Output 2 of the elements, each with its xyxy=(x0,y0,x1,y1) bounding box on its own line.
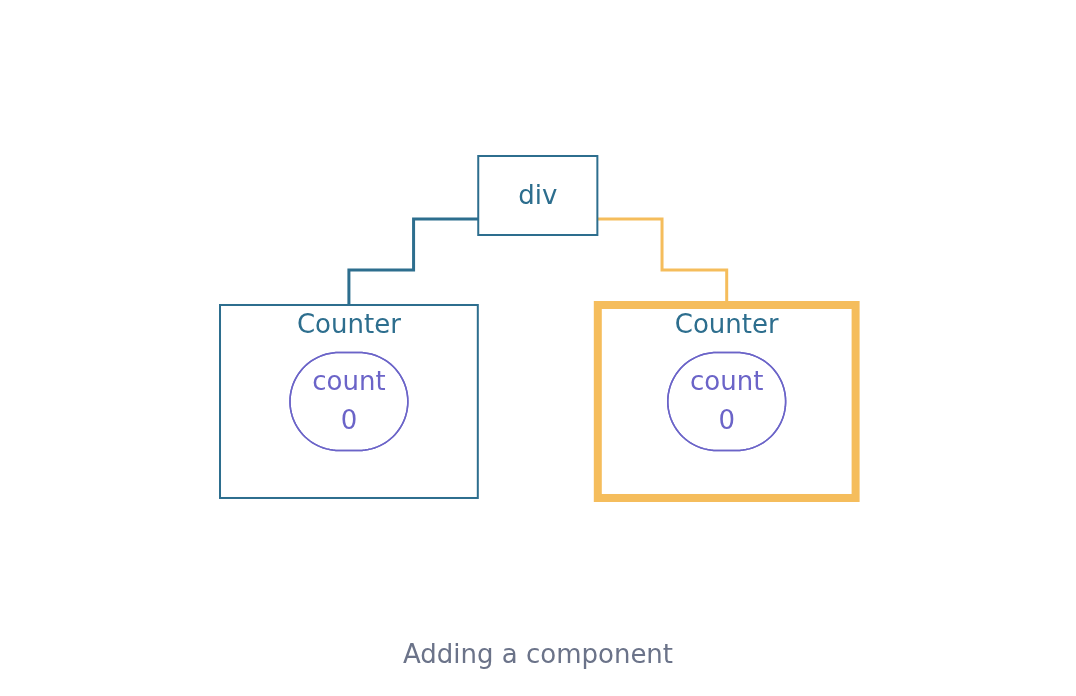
node-box: div xyxy=(477,155,599,236)
caption: Adding a component xyxy=(402,639,674,669)
